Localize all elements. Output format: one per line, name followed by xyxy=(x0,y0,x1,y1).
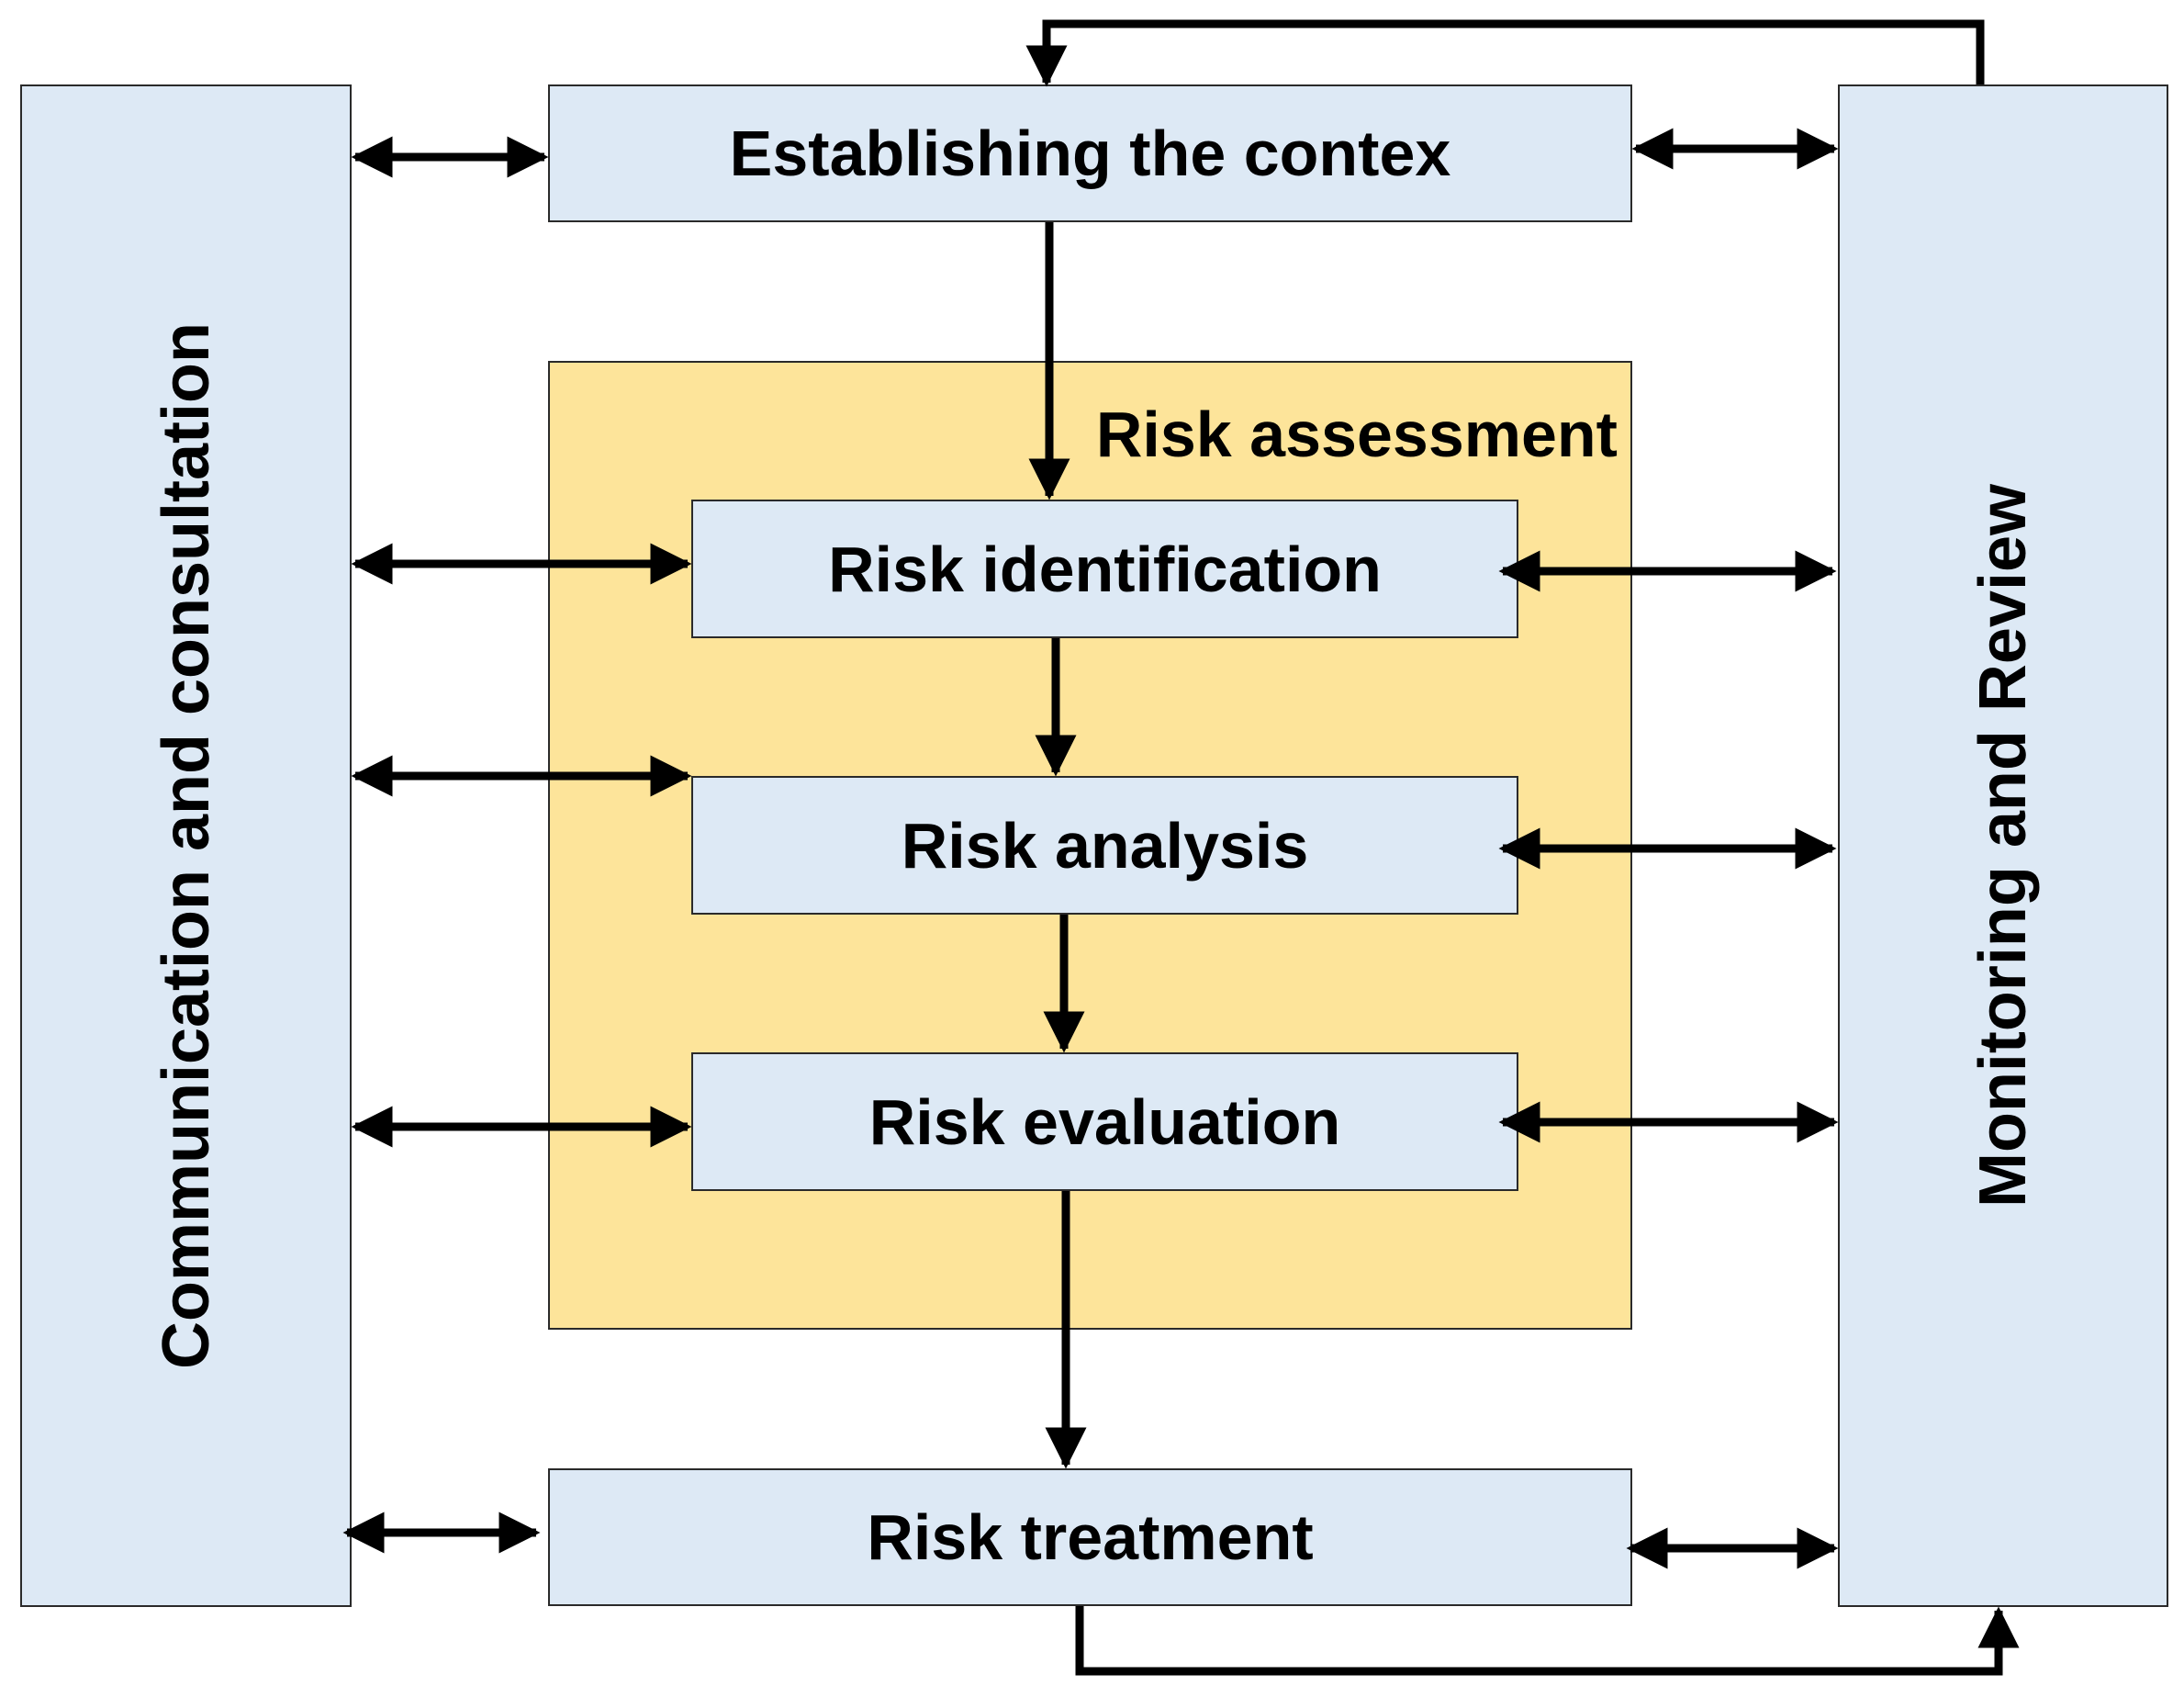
risk-identification-box: Risk identification xyxy=(691,500,1518,638)
risk-analysis-box: Risk analysis xyxy=(691,776,1518,915)
risk-analysis-label: Risk analysis xyxy=(901,809,1309,882)
risk-treatment-box: Risk treatment xyxy=(548,1468,1632,1606)
risk-assessment-label: Risk assessment xyxy=(1095,399,1618,470)
risk-treatment-label: Risk treatment xyxy=(867,1501,1314,1573)
feedback-arrow-bottom xyxy=(1075,1606,2020,1676)
feedback-arrow-top xyxy=(1025,19,1985,87)
monitoring-review-label: Monitoring and Review xyxy=(1966,483,2040,1208)
risk-evaluation-label: Risk evaluation xyxy=(868,1085,1341,1158)
risk-evaluation-box: Risk evaluation xyxy=(691,1052,1518,1191)
establishing-context-box: Establishing the contex xyxy=(548,84,1632,222)
monitoring-review-panel: Monitoring and Review xyxy=(1838,84,2168,1607)
risk-identification-label: Risk identification xyxy=(828,533,1382,605)
establishing-context-label: Establishing the contex xyxy=(729,118,1451,189)
communication-consultation-panel: Communication and consultation xyxy=(20,84,352,1607)
communication-consultation-label: Communication and consultation xyxy=(149,321,223,1370)
